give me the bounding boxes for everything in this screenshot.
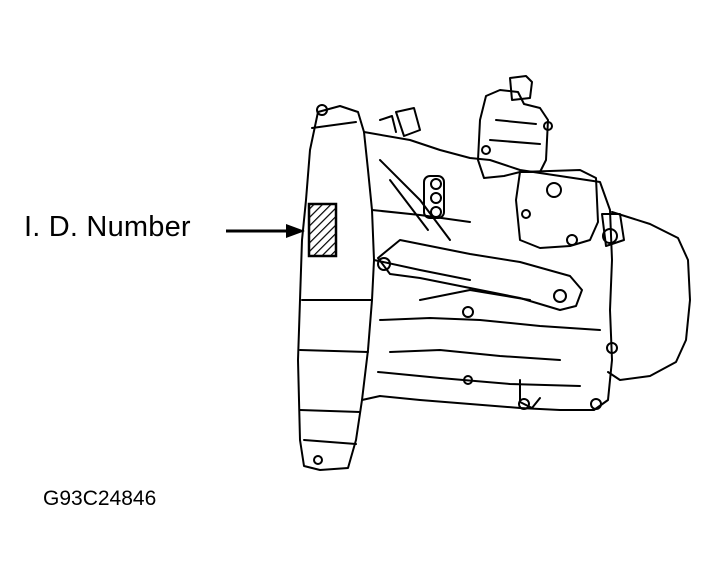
id-number-label: I. D. Number xyxy=(24,211,191,243)
figure-code: G93C24846 xyxy=(43,487,157,510)
id-number-arrow xyxy=(226,224,305,238)
transaxle-outline xyxy=(297,75,691,471)
id-number-plate xyxy=(307,202,338,258)
